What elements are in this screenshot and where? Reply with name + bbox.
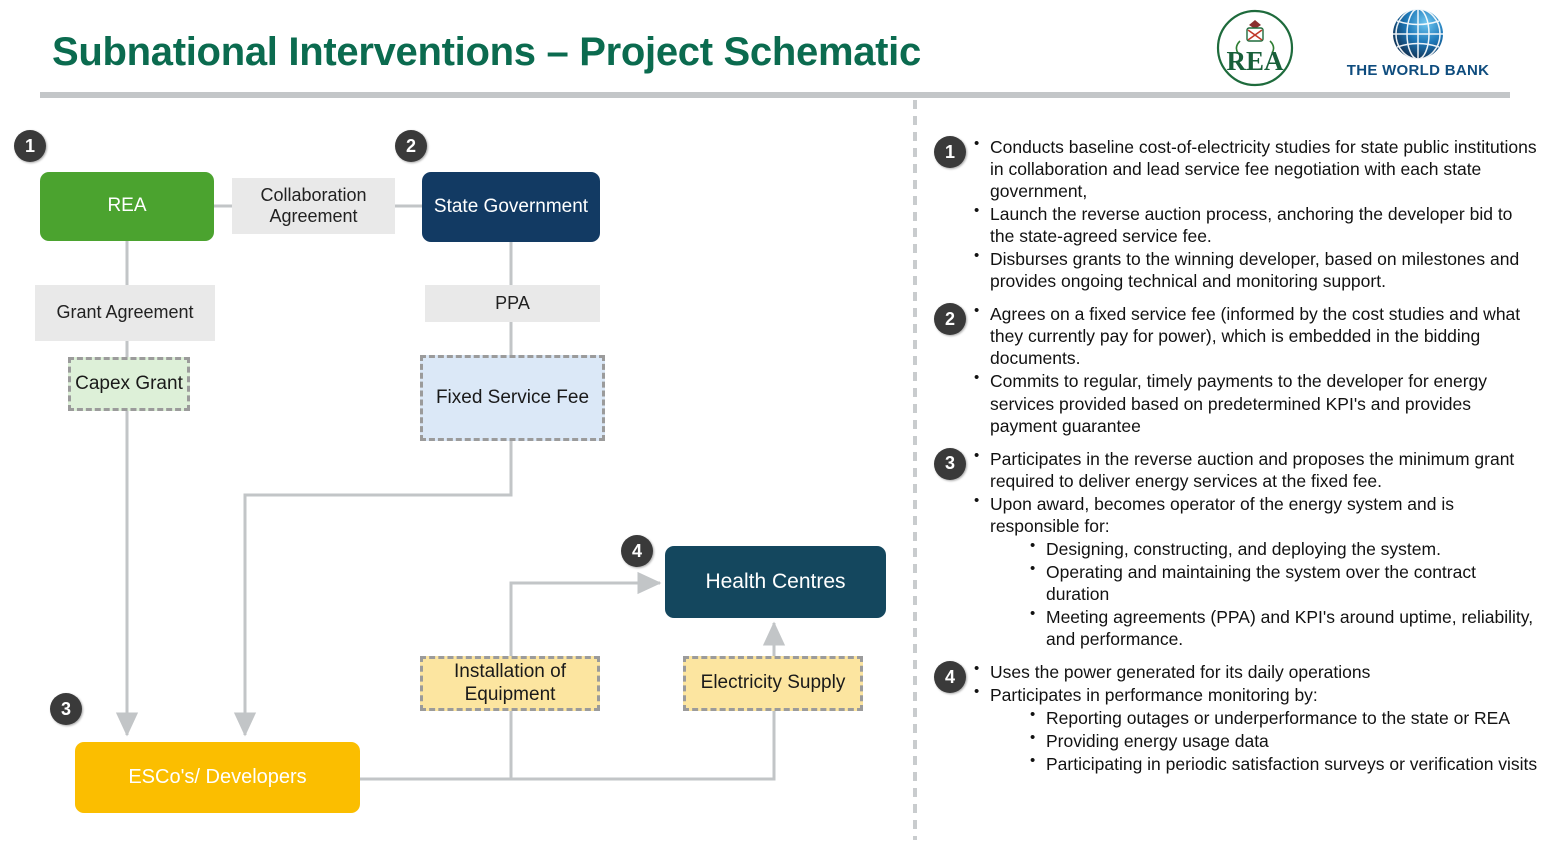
bullet-item: Agrees on a fixed service fee (informed …: [972, 302, 1538, 369]
node-electricity-supply[interactable]: Electricity Supply: [683, 656, 863, 711]
sub-bullet-list: Reporting outages or underperformance to…: [990, 706, 1538, 775]
bullet-item: Disburses grants to the winning develope…: [972, 247, 1538, 292]
node-health-centres[interactable]: Health Centres: [665, 546, 886, 618]
diagram-badge-2: 2: [395, 130, 427, 162]
rea-logo: REA: [1216, 9, 1294, 87]
bullet-item: Launch the reverse auction process, anch…: [972, 202, 1538, 247]
svg-text:REA: REA: [1226, 46, 1284, 76]
description-block-1: 1Conducts baseline cost-of-electricity s…: [930, 135, 1538, 292]
diagram-badge-1: 1: [14, 130, 46, 162]
sub-bullet-item: Participating in periodic satisfaction s…: [1028, 752, 1538, 775]
sub-bullet-item: Meeting agreements (PPA) and KPI's aroun…: [1028, 605, 1538, 650]
sub-bullet-list: Designing, constructing, and deploying t…: [990, 537, 1538, 650]
sub-bullet-item: Reporting outages or underperformance to…: [1028, 706, 1538, 729]
description-block-4: 4 Uses the power generated for its daily …: [930, 660, 1538, 775]
world-bank-logo: [1393, 8, 1443, 60]
description-block-2: 2Agrees on a fixed service fee (informed…: [930, 302, 1538, 436]
bullet-list: Agrees on a fixed service fee (informed …: [930, 302, 1538, 436]
node-grant-agreement[interactable]: Grant Agreement: [35, 285, 215, 341]
bullet-item: Upon award, becomes operator of the ener…: [972, 492, 1538, 650]
bullet-list: Participates in the reverse auction and …: [930, 447, 1538, 650]
description-block-3: 3Participates in the reverse auction and…: [930, 447, 1538, 650]
bullet-item: Participates in performance monitoring b…: [972, 683, 1538, 775]
description-panel: 1Conducts baseline cost-of-electricity s…: [930, 135, 1538, 786]
column-divider-vertical: [913, 100, 917, 840]
world-bank-label: THE WORLD BANK: [1346, 62, 1490, 79]
sub-bullet-item: Operating and maintaining the system ove…: [1028, 560, 1538, 605]
bullet-item: Uses the power generated for its daily o…: [972, 660, 1538, 683]
node-escos-developers[interactable]: ESCo's/ Developers: [75, 742, 360, 813]
panel-badge-3: 3: [934, 447, 966, 480]
node-collaboration-agreement[interactable]: Collaboration Agreement: [232, 178, 395, 234]
node-capex-grant[interactable]: Capex Grant: [68, 357, 190, 411]
bullet-item: Conducts baseline cost-of-electricity st…: [972, 135, 1538, 202]
node-ppa[interactable]: PPA: [425, 285, 600, 322]
diagram-badge-4: 4: [621, 535, 653, 567]
bullet-list: Uses the power generated for its daily o…: [930, 660, 1538, 775]
sub-bullet-item: Designing, constructing, and deploying t…: [1028, 537, 1538, 560]
bullet-list: Conducts baseline cost-of-electricity st…: [930, 135, 1538, 292]
panel-badge-1: 1: [934, 136, 966, 168]
sub-bullet-item: Providing energy usage data: [1028, 729, 1538, 752]
node-rea[interactable]: REA: [40, 172, 214, 241]
page-title: Subnational Interventions – Project Sche…: [52, 30, 921, 74]
diagram-badge-3: 3: [50, 693, 82, 725]
node-installation-of-equipment[interactable]: Installation of Equipment: [420, 656, 600, 711]
node-state-government[interactable]: State Government: [422, 172, 600, 242]
header-divider-horizontal: [40, 92, 1510, 98]
panel-badge-4: 4: [934, 661, 966, 694]
node-fixed-service-fee[interactable]: Fixed Service Fee: [420, 355, 605, 441]
panel-badge-2: 2: [934, 303, 966, 336]
bullet-item: Commits to regular, timely payments to t…: [972, 369, 1538, 436]
bullet-item: Participates in the reverse auction and …: [972, 447, 1538, 492]
